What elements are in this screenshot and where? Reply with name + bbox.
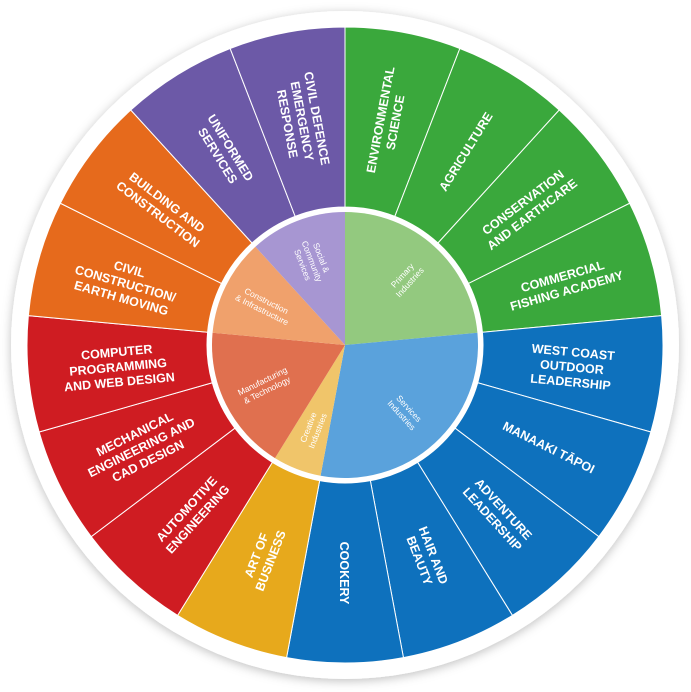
pathway-label: WEST COASTOUTDOORLEADERSHIP bbox=[528, 342, 615, 394]
sector-wedge-construction bbox=[212, 246, 345, 345]
outer-ring bbox=[26, 26, 664, 664]
sector-wedge-services bbox=[320, 332, 478, 478]
sector-wedge-creative bbox=[274, 345, 345, 476]
pathway-label-line: OUTDOOR bbox=[539, 357, 604, 377]
sector-wedge-manufacturing bbox=[211, 332, 345, 459]
pathway-segment-social[interactable] bbox=[229, 26, 346, 217]
pathway-label-line: COMPUTER bbox=[80, 342, 153, 363]
inner-disc bbox=[211, 212, 478, 478]
pathway-label: COOKERY bbox=[337, 542, 351, 605]
pathway-label-line: COOKERY bbox=[337, 542, 351, 605]
sector-wedge-primary bbox=[345, 212, 478, 345]
sector-wedge-social bbox=[255, 212, 345, 345]
